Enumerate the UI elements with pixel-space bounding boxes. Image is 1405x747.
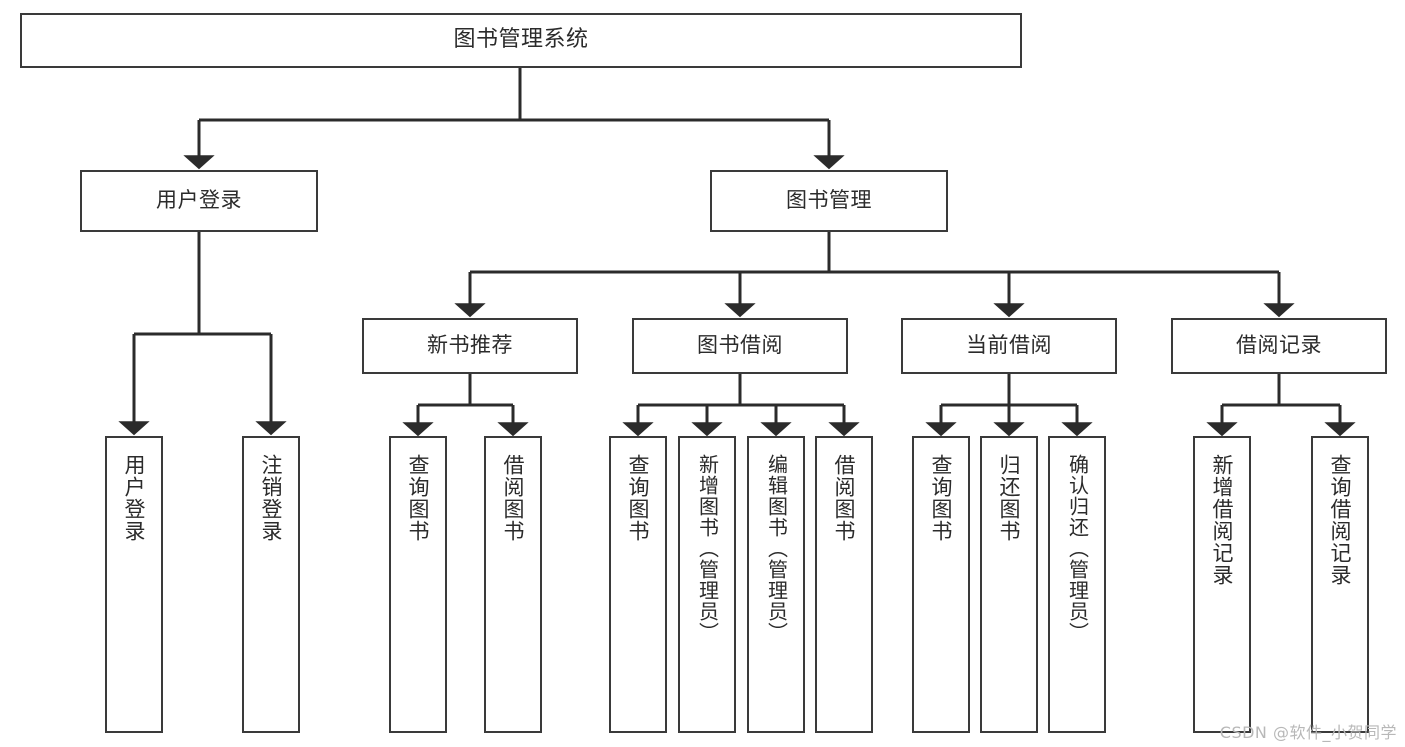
- node-label: 查询图书: [626, 454, 651, 542]
- node-label: 图书管理系统: [453, 27, 589, 53]
- node-label: 确认归还（管理员）: [1065, 454, 1090, 643]
- node-borrow-record[interactable]: 借阅记录: [1171, 318, 1387, 374]
- node-label: 新增图书（管理员）: [695, 454, 720, 643]
- node-leaf-query-book-3[interactable]: 查询图书: [912, 436, 970, 733]
- node-leaf-add-borrow-record[interactable]: 新增借阅记录: [1193, 436, 1251, 733]
- node-label: 查询借阅记录: [1328, 454, 1353, 586]
- node-root-book-management-system[interactable]: 图书管理系统: [20, 13, 1022, 68]
- node-leaf-user-login[interactable]: 用户登录: [105, 436, 163, 733]
- node-label: 图书管理: [786, 188, 872, 213]
- node-leaf-query-book-2[interactable]: 查询图书: [609, 436, 667, 733]
- node-book-management[interactable]: 图书管理: [710, 170, 948, 232]
- node-book-borrow[interactable]: 图书借阅: [632, 318, 848, 374]
- node-user-login[interactable]: 用户登录: [80, 170, 318, 232]
- node-leaf-confirm-return[interactable]: 确认归还（管理员）: [1048, 436, 1106, 733]
- csdn-watermark: CSDN @软件_小贺同学: [1219, 723, 1397, 742]
- node-leaf-edit-book[interactable]: 编辑图书（管理员）: [747, 436, 805, 733]
- node-label: 新书推荐: [427, 333, 513, 358]
- node-label: 注销登录: [259, 454, 284, 542]
- node-leaf-logout-login[interactable]: 注销登录: [242, 436, 300, 733]
- node-label: 借阅图书: [832, 454, 857, 542]
- node-leaf-query-borrow-record[interactable]: 查询借阅记录: [1311, 436, 1369, 733]
- node-label: 借阅记录: [1236, 333, 1322, 358]
- node-label: 新增借阅记录: [1210, 454, 1235, 586]
- node-leaf-add-book[interactable]: 新增图书（管理员）: [678, 436, 736, 733]
- node-label: 查询图书: [406, 454, 431, 542]
- node-label: 图书借阅: [697, 333, 783, 358]
- node-label: 归还图书: [997, 454, 1022, 542]
- node-new-book-recommend[interactable]: 新书推荐: [362, 318, 578, 374]
- node-leaf-borrow-book-2[interactable]: 借阅图书: [815, 436, 873, 733]
- node-leaf-query-book-1[interactable]: 查询图书: [389, 436, 447, 733]
- node-current-borrow[interactable]: 当前借阅: [901, 318, 1117, 374]
- node-label: 用户登录: [122, 454, 147, 542]
- node-leaf-return-book[interactable]: 归还图书: [980, 436, 1038, 733]
- node-label: 编辑图书（管理员）: [764, 454, 789, 643]
- node-leaf-borrow-book-1[interactable]: 借阅图书: [484, 436, 542, 733]
- node-label: 查询图书: [929, 454, 954, 542]
- node-label: 当前借阅: [966, 333, 1052, 358]
- node-label: 用户登录: [156, 188, 242, 213]
- node-label: 借阅图书: [501, 454, 526, 542]
